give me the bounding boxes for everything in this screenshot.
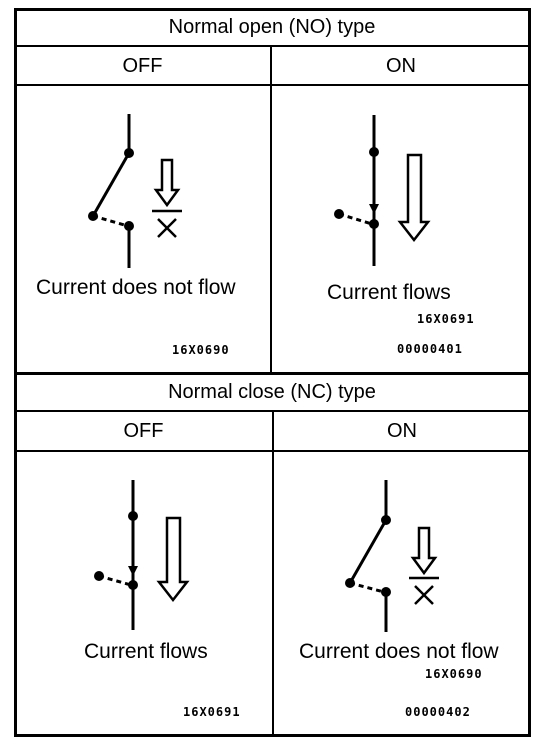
divider-no-state-row <box>14 84 531 86</box>
nc-off-current-arrow <box>156 516 190 603</box>
nc-on-code: 16X0690 <box>425 667 483 681</box>
nc-on-dashed-link <box>349 581 385 594</box>
nc-on-block-x2 <box>414 585 434 605</box>
divider-sections <box>14 372 531 375</box>
divider-no-columns <box>270 46 272 373</box>
nc-off-code: 16X0691 <box>183 705 241 719</box>
no-off-code: 16X0690 <box>172 343 230 357</box>
no-on-blade-tip <box>369 204 379 214</box>
nc-off-label: OFF <box>123 420 164 442</box>
no-on-code: 16X0691 <box>417 312 475 326</box>
no-on-current-arrow <box>397 153 431 243</box>
no-off-block-x2 <box>157 218 177 238</box>
no-on-label: ON <box>386 55 416 77</box>
no-off-current-arrow <box>153 158 181 208</box>
no-off-label: OFF <box>122 55 163 77</box>
no-on-caption: Current flows <box>327 281 451 304</box>
no-section-title: Normal open (NO) type <box>168 16 376 38</box>
divider-nc-columns <box>272 411 274 737</box>
nc-on-current-arrow <box>410 526 438 576</box>
nc-on-caption: Current does not flow <box>299 640 499 663</box>
divider-no-title <box>14 45 531 47</box>
nc-section-title: Normal close (NC) type <box>168 381 376 403</box>
no-on-dashed-link <box>338 212 373 226</box>
no-off-dashed-link <box>92 214 129 228</box>
nc-off-blade-tip <box>128 566 138 576</box>
nc-on-switch-blade <box>348 519 388 584</box>
nc-on-label: ON <box>387 420 417 442</box>
nc-on-ref: 00000402 <box>405 705 471 719</box>
nc-off-caption: Current flows <box>84 640 208 663</box>
no-on-ref: 00000401 <box>397 342 463 356</box>
no-off-switch-blade <box>91 152 131 217</box>
no-off-caption: Current does not flow <box>36 276 236 299</box>
nc-off-dashed-link <box>98 574 132 587</box>
